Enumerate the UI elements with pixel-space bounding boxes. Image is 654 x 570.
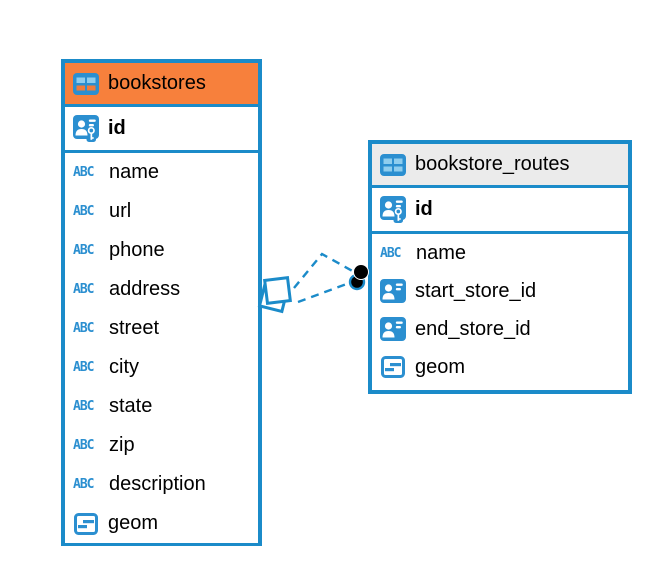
text-type-icon: ABC	[73, 165, 94, 180]
column-name: phone	[109, 239, 165, 261]
text-type-icon: ABC	[73, 399, 94, 414]
table-icon	[380, 153, 406, 176]
relation-line-upper[interactable]	[293, 252, 357, 289]
column-row-end-store-id[interactable]: end_store_id	[372, 310, 628, 348]
column-row-description[interactable]: ABC description	[65, 465, 258, 504]
text-type-icon: ABC	[73, 438, 94, 453]
column-row-zip[interactable]: ABC zip	[65, 426, 258, 465]
column-row-name[interactable]: ABC name	[65, 153, 258, 192]
column-name: city	[109, 356, 139, 378]
column-name: street	[109, 317, 160, 339]
column-row-geom[interactable]: geom	[372, 348, 628, 386]
geometry-type-icon	[73, 512, 99, 535]
text-type-icon: ABC	[73, 477, 94, 492]
column-row-url[interactable]: ABC url	[65, 192, 258, 231]
column-row-city[interactable]: ABC city	[65, 348, 258, 387]
text-type-icon: ABC	[380, 245, 401, 261]
column-row-name[interactable]: ABC name	[372, 234, 628, 272]
table-bookstores[interactable]: bookstores id ABC name ABC url ABC phone	[61, 59, 262, 546]
primary-key-icon	[380, 196, 406, 223]
column-name: address	[109, 278, 181, 300]
column-name: geom	[415, 355, 466, 378]
column-row-address[interactable]: ABC address	[65, 270, 258, 309]
column-name: end_store_id	[415, 317, 531, 340]
reference-type-icon	[380, 279, 406, 303]
column-row-id[interactable]: id	[372, 188, 628, 234]
column-name: geom	[108, 512, 159, 534]
column-name: name	[109, 161, 160, 183]
relation-source-marker-squares[interactable]	[257, 276, 292, 314]
column-row-id[interactable]: id	[65, 107, 258, 153]
column-name: id	[415, 198, 433, 220]
text-type-icon: ABC	[73, 204, 94, 219]
column-name: id	[108, 117, 126, 139]
table-icon	[73, 72, 99, 95]
column-name: name	[416, 241, 467, 264]
geometry-type-icon	[380, 356, 406, 378]
text-type-icon: ABC	[73, 282, 94, 297]
column-name: state	[109, 395, 153, 417]
column-name: start_store_id	[415, 279, 537, 302]
table-name: bookstore_routes	[415, 153, 570, 175]
text-type-icon: ABC	[73, 321, 94, 336]
column-name: url	[109, 200, 132, 222]
table-header-bookstores[interactable]: bookstores	[65, 63, 258, 107]
table-name: bookstores	[108, 72, 206, 94]
table-header-bookstore-routes[interactable]: bookstore_routes	[372, 144, 628, 188]
relationship-link[interactable]	[257, 252, 369, 314]
column-name: zip	[109, 434, 135, 456]
relation-target-marker-dots[interactable]	[348, 264, 369, 291]
table-bookstore-routes[interactable]: bookstore_routes id ABC name	[368, 140, 632, 394]
column-row-start-store-id[interactable]: start_store_id	[372, 272, 628, 310]
column-row-state[interactable]: ABC state	[65, 387, 258, 426]
column-row-phone[interactable]: ABC phone	[65, 231, 258, 270]
text-type-icon: ABC	[73, 243, 94, 258]
column-row-street[interactable]: ABC street	[65, 309, 258, 348]
reference-type-icon	[380, 317, 406, 341]
text-type-icon: ABC	[73, 360, 94, 375]
column-row-geom[interactable]: geom	[65, 504, 258, 543]
primary-key-icon	[73, 115, 99, 142]
relation-line-lower[interactable]	[297, 280, 353, 304]
column-name: description	[109, 473, 206, 495]
